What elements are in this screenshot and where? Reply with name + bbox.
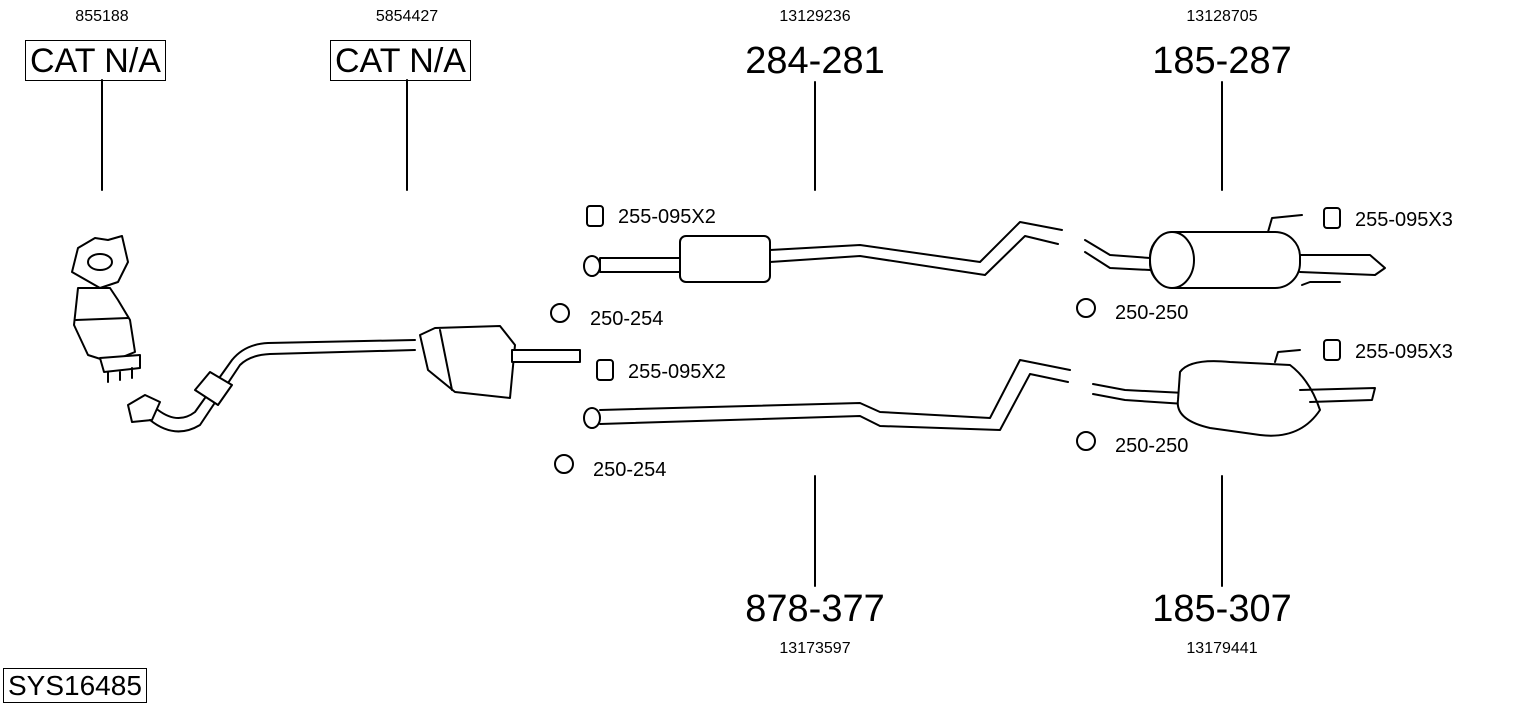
rubber-mount-icon (1323, 207, 1341, 229)
part-oe-number: 5854427 (375, 8, 439, 25)
part-oe-number: 13179441 (1186, 640, 1258, 657)
part-ref[interactable]: 185-287 (1152, 40, 1292, 82)
part-ref[interactable]: 185-307 (1152, 588, 1292, 630)
part-oe-number: 13173597 (779, 640, 851, 657)
part-ref-box[interactable]: CAT N/A (25, 40, 166, 81)
accessory-label[interactable]: 250-254 (590, 308, 664, 330)
rear-silencer-drawing (1084, 214, 1386, 289)
accessory-label[interactable]: 255-095X2 (628, 361, 726, 383)
clamp-icon (1076, 298, 1096, 318)
accessory-label[interactable]: 250-250 (1115, 302, 1189, 324)
accessory-label[interactable]: 255-095X3 (1355, 341, 1453, 363)
intermediate-pipe-drawing (583, 359, 1071, 431)
accessory-label[interactable]: 250-254 (593, 459, 667, 481)
rubber-mount-icon (596, 359, 614, 381)
rear-silencer-alt-drawing (1092, 349, 1376, 437)
part-oe-number: 13129236 (779, 8, 851, 25)
accessory-label[interactable]: 250-250 (1115, 435, 1189, 457)
clamp-icon (554, 454, 574, 474)
centre-silencer-drawing (583, 221, 1063, 283)
leader-lines (101, 79, 1223, 587)
part-ref[interactable]: 878-377 (745, 588, 885, 630)
manifold-catalyst-drawing (71, 235, 141, 383)
rubber-mount-icon (586, 205, 604, 227)
clamp-icon (1076, 431, 1096, 451)
front-pipe-catalyst-drawing (127, 325, 581, 433)
rubber-mount-icon (1323, 339, 1341, 361)
accessory-label[interactable]: 255-095X3 (1355, 209, 1453, 231)
part-oe-number: 855188 (75, 8, 129, 25)
part-ref-box[interactable]: CAT N/A (330, 40, 471, 81)
part-oe-number: 13128705 (1186, 8, 1258, 25)
part-ref[interactable]: 284-281 (745, 40, 885, 82)
accessory-icons (550, 205, 1341, 474)
accessory-label[interactable]: 255-095X2 (618, 206, 716, 228)
system-id: SYS16485 (3, 668, 147, 703)
clamp-icon (550, 303, 570, 323)
